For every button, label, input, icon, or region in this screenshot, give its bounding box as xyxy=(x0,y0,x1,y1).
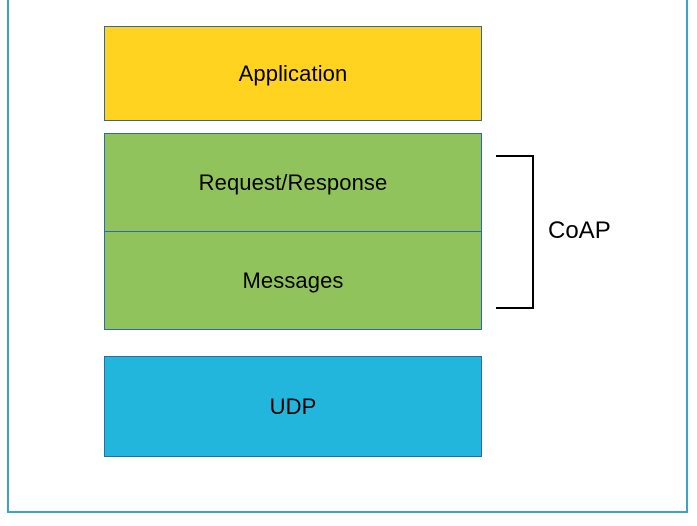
coap-grouping-bracket xyxy=(496,155,534,309)
bracket-spine xyxy=(532,155,534,309)
layer-label-messages: Messages xyxy=(242,267,344,293)
layer-label-application: Application xyxy=(238,60,348,86)
bracket-arm-bottom xyxy=(496,307,534,309)
layer-label-request-response: Request/Response xyxy=(198,169,388,195)
layer-box-request-response: Request/Response xyxy=(104,133,482,232)
bracket-arm-top xyxy=(496,155,534,157)
layer-label-udp: UDP xyxy=(269,393,317,419)
coap-label: CoAP xyxy=(548,217,611,244)
layer-box-udp: UDP xyxy=(104,356,482,457)
layer-box-application: Application xyxy=(104,26,482,121)
layer-box-messages: Messages xyxy=(104,231,482,330)
